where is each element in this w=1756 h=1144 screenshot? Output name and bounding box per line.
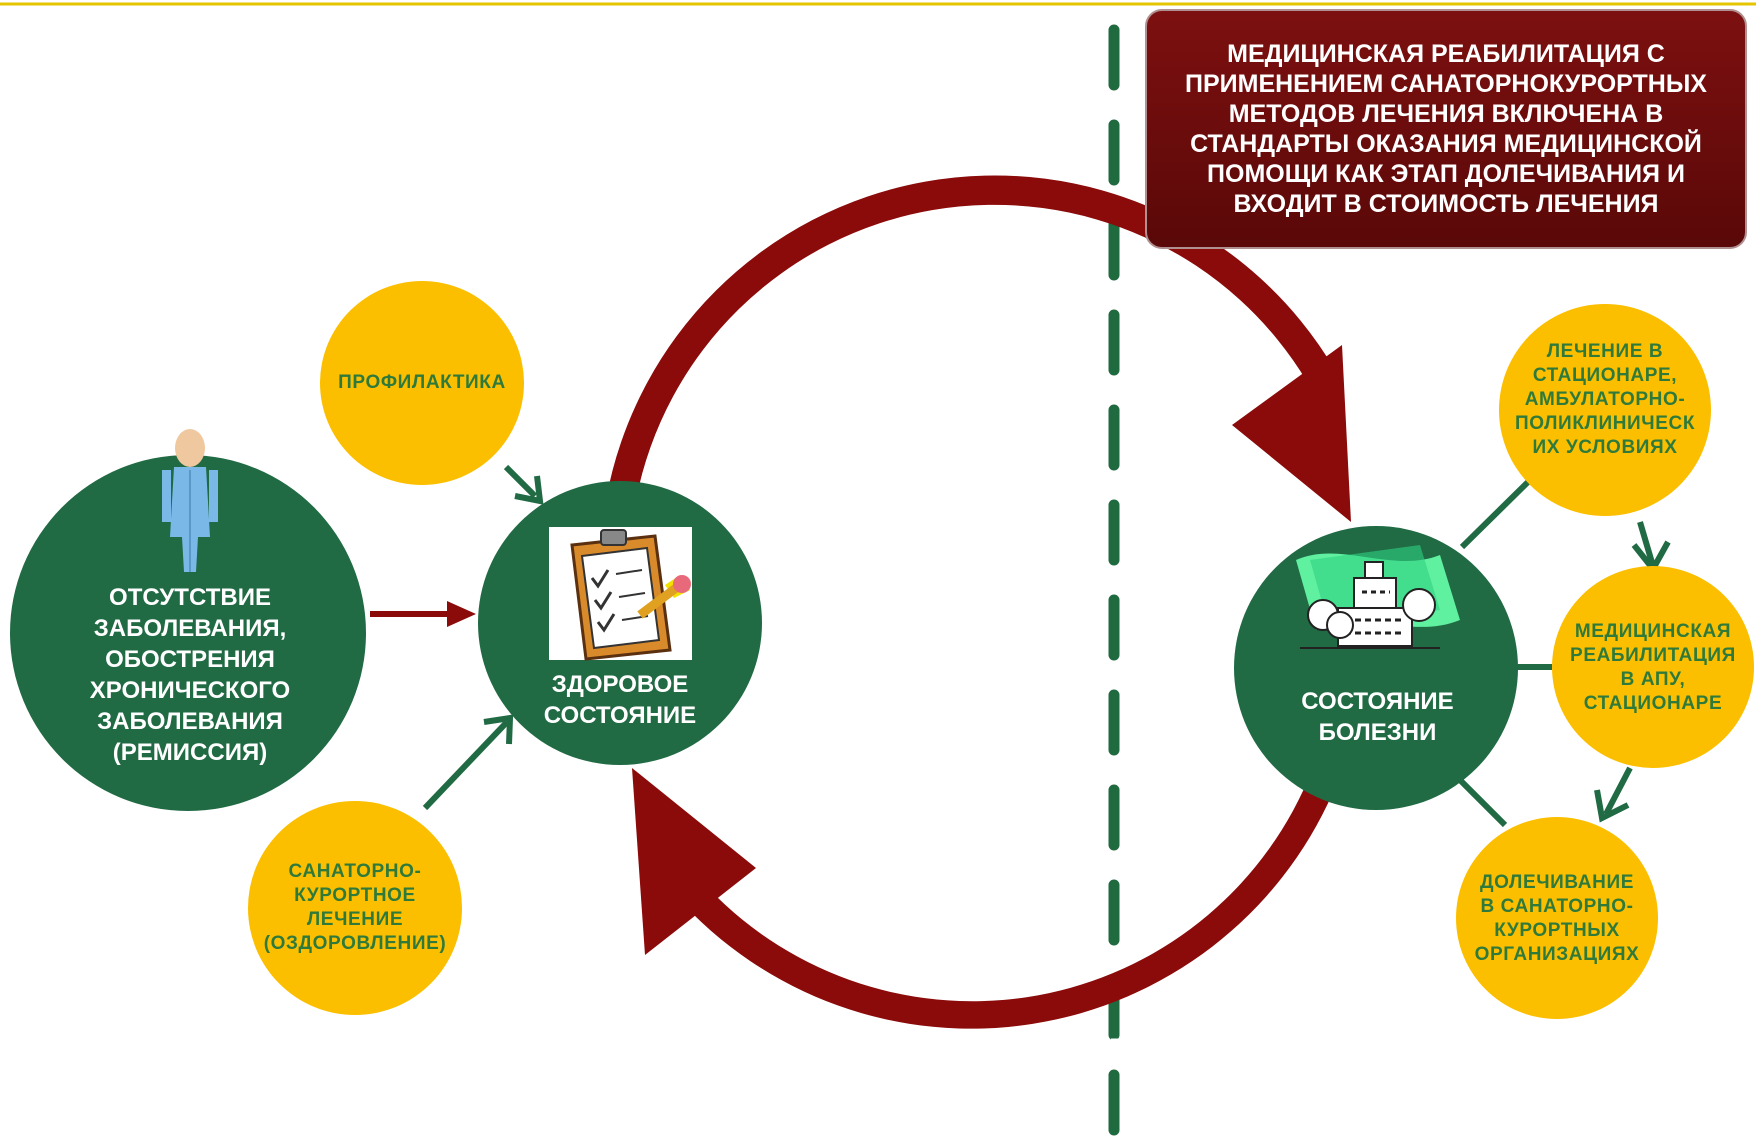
remission-label: ОТСУТСТВИЕ ЗАБОЛЕВАНИЯ, ОБОСТРЕНИЯ ХРОНИ… — [89, 584, 291, 766]
rehab-to-aftercare-connector — [1603, 766, 1633, 816]
hospital-to-rehab-connector — [1637, 521, 1656, 567]
aftercare-label: ДОЛЕЧИВАНИЕ В САНАТОРНО- КУРОРТНЫХ ОРГАН… — [1474, 871, 1640, 965]
hospital-icon — [1296, 545, 1460, 649]
info-box-bg — [1145, 9, 1747, 249]
recovery-arrow-band — [693, 770, 1342, 1029]
info-box-text: МЕДИЦИНСКАЯ РЕАБИЛИТАЦИЯ С ПРИМЕНЕНИЕМ С… — [1185, 40, 1707, 218]
person-icon — [162, 429, 218, 572]
prevention-circle — [320, 281, 524, 485]
illness-flow-label: ЗАБОЛЕВАНИЕ — [895, 234, 1085, 261]
aftercare-circle — [1456, 817, 1658, 1019]
illness-arrow-band — [606, 175, 1335, 501]
rehabilitation-label: МЕДИЦИНСКАЯ РЕАБИЛИТАЦИЯ В АПУ, СТАЦИОНА… — [1570, 620, 1736, 714]
prevention-arrowhead — [514, 475, 544, 505]
disease-label: СОСТОЯНИЕ БОЛЕЗНИ — [1301, 688, 1454, 746]
spa-arrowhead — [483, 714, 514, 745]
recovery-arrow-head — [632, 768, 756, 955]
hospital-connector — [1459, 477, 1533, 550]
remission-to-healthy-arrowhead — [447, 601, 476, 627]
spa-treatment-circle — [248, 801, 462, 1015]
illness-arrow-head — [1232, 345, 1351, 522]
hospital-treatment-circle — [1499, 304, 1711, 516]
clipboard-icon — [549, 527, 692, 661]
remission-circle — [10, 455, 366, 811]
rehab-to-aftercare-arrowhead — [1594, 789, 1630, 823]
spa-treatment-label: САНАТОРНО- КУРОРТНОЕ ЛЕЧЕНИЕ (ОЗДОРОВЛЕН… — [263, 861, 447, 954]
hospital-treatment-label: ЛЕЧЕНИЕ В СТАЦИОНАРЕ, АМБУЛАТОРНО- ПОЛИК… — [1514, 341, 1696, 458]
healthy-label: ЗДОРОВОЕ СОСТОЯНИЕ — [543, 671, 697, 729]
spa-connector — [422, 719, 510, 811]
rehabilitation-circle — [1552, 566, 1754, 768]
prevention-connector — [503, 464, 538, 499]
prevention-label: ПРОФИЛАКТИКА — [338, 372, 506, 393]
recovery-flow-label: ВЫЗДОРОВЛЕНИЕ — [894, 1034, 1126, 1061]
